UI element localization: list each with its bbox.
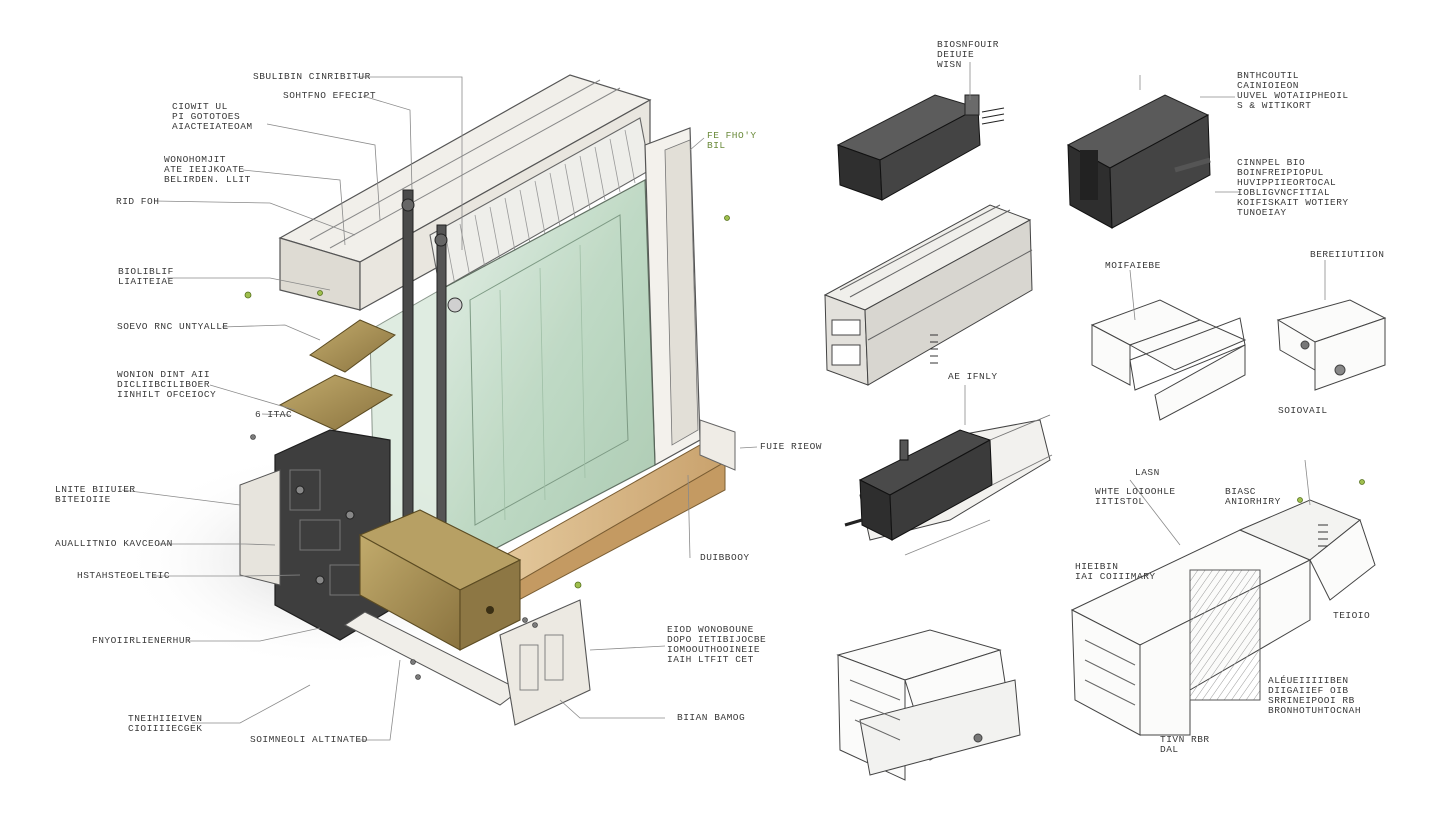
label-main-17: EIOD WONOBOUNE DOPO IETIBIJOCBE IOMOOUTH… bbox=[667, 624, 767, 665]
label-detail-3: CINNPEL BIO BOINFREIPIOPUL HUVIPPIIEORTO… bbox=[1237, 157, 1349, 218]
detail-line-drawing-1 bbox=[1090, 269, 1247, 421]
label-detail-8: LASN bbox=[1135, 467, 1160, 478]
label-detail-1: BIOSNFOUIR DEIUIE WISN bbox=[937, 39, 1000, 70]
detail-aluminium-profile bbox=[823, 204, 1033, 386]
label-main-12: HSTAHSTEOELTEIC bbox=[77, 570, 171, 581]
label-main-1: SBULIBIN CINRIBITUR bbox=[253, 71, 371, 82]
label-detail-5: BEREIIUTIION bbox=[1310, 249, 1385, 260]
label-detail-4: MOIFAIEBE bbox=[1105, 260, 1161, 271]
label-main-16: BIIAN BAMOG bbox=[677, 712, 746, 723]
label-main-6: BIOLIBLIF LIAITEIAE bbox=[118, 266, 174, 287]
label-main-13: FNYOIIRLIENERHUR bbox=[92, 635, 192, 646]
label-detail-13: ALÉUEIIIIIBEN DIIGAIIEF OIB SRRINEIPOOI … bbox=[1268, 675, 1362, 716]
label-main-5: RID FOH bbox=[116, 196, 160, 207]
detail-dark-profile-1 bbox=[836, 62, 1005, 201]
label-main-14: TNEIHIIEIVEN CIOIIIIECGEK bbox=[128, 713, 203, 734]
main-window-assembly bbox=[120, 74, 736, 726]
brass-plate-upper bbox=[309, 319, 396, 373]
label-main-9: 6 ITAC bbox=[255, 409, 293, 420]
label-main-18: DUIBBOOY bbox=[700, 552, 750, 563]
vertical-rod-right bbox=[436, 224, 447, 526]
label-detail-6: AE IFNLY bbox=[948, 371, 998, 382]
label-main-4: WONOHOMJIT ATE IEIJKOATE BELIRDEN. LLIT bbox=[164, 154, 251, 185]
label-detail-12: TEIOIO bbox=[1333, 610, 1371, 621]
detail-roller-unit bbox=[1070, 459, 1376, 736]
label-main-2: SOHTFNO EFECIPT bbox=[283, 90, 377, 101]
label-main-10: LNITE BIIUIER BITEIOIIE bbox=[55, 484, 136, 505]
detail-frame-section bbox=[836, 629, 1021, 781]
brass-plate-lower bbox=[278, 374, 394, 431]
label-detail-9: WHTE LOIOOHLE IITISTOL bbox=[1095, 486, 1176, 507]
label-detail-10: BIASC ANIORHIRY bbox=[1225, 486, 1281, 507]
detail-dark-profile-2 bbox=[1066, 75, 1240, 229]
label-detail-7: SOIOVAIL bbox=[1278, 405, 1328, 416]
label-main-20: FE FHO'Y BIL bbox=[707, 130, 757, 151]
label-main-8: WONION DINT AII DICLIIBCILIBOER IINHILT … bbox=[117, 369, 217, 400]
detail-line-drawing-2 bbox=[1276, 260, 1387, 391]
detail-dark-mechanism bbox=[844, 385, 1053, 556]
main-leader-lines bbox=[121, 76, 758, 741]
label-main-15: SOIMNEOLI ALTINATED bbox=[250, 734, 368, 745]
label-detail-14: TIVN RBR DAL bbox=[1160, 734, 1210, 755]
label-detail-11: HIEIBIN IAI COIIIMARY bbox=[1075, 561, 1156, 582]
vertical-rod-left bbox=[402, 189, 414, 531]
label-main-11: AUALLITNIO KAVCEOAN bbox=[55, 538, 173, 549]
label-main-7: SOEVO RNC UNTYALLE bbox=[117, 321, 229, 332]
detail-accent-dots bbox=[1297, 479, 1365, 503]
label-main-3: CIOWIT UL PI GOTOTOES AIACTEIATEOAM bbox=[172, 101, 253, 132]
label-main-19: FUIE RIEOW bbox=[760, 441, 823, 452]
label-detail-2: BNTHCOUTIL CAINIOIEON UUVEL WOTAIIPHEOIL… bbox=[1237, 70, 1349, 111]
